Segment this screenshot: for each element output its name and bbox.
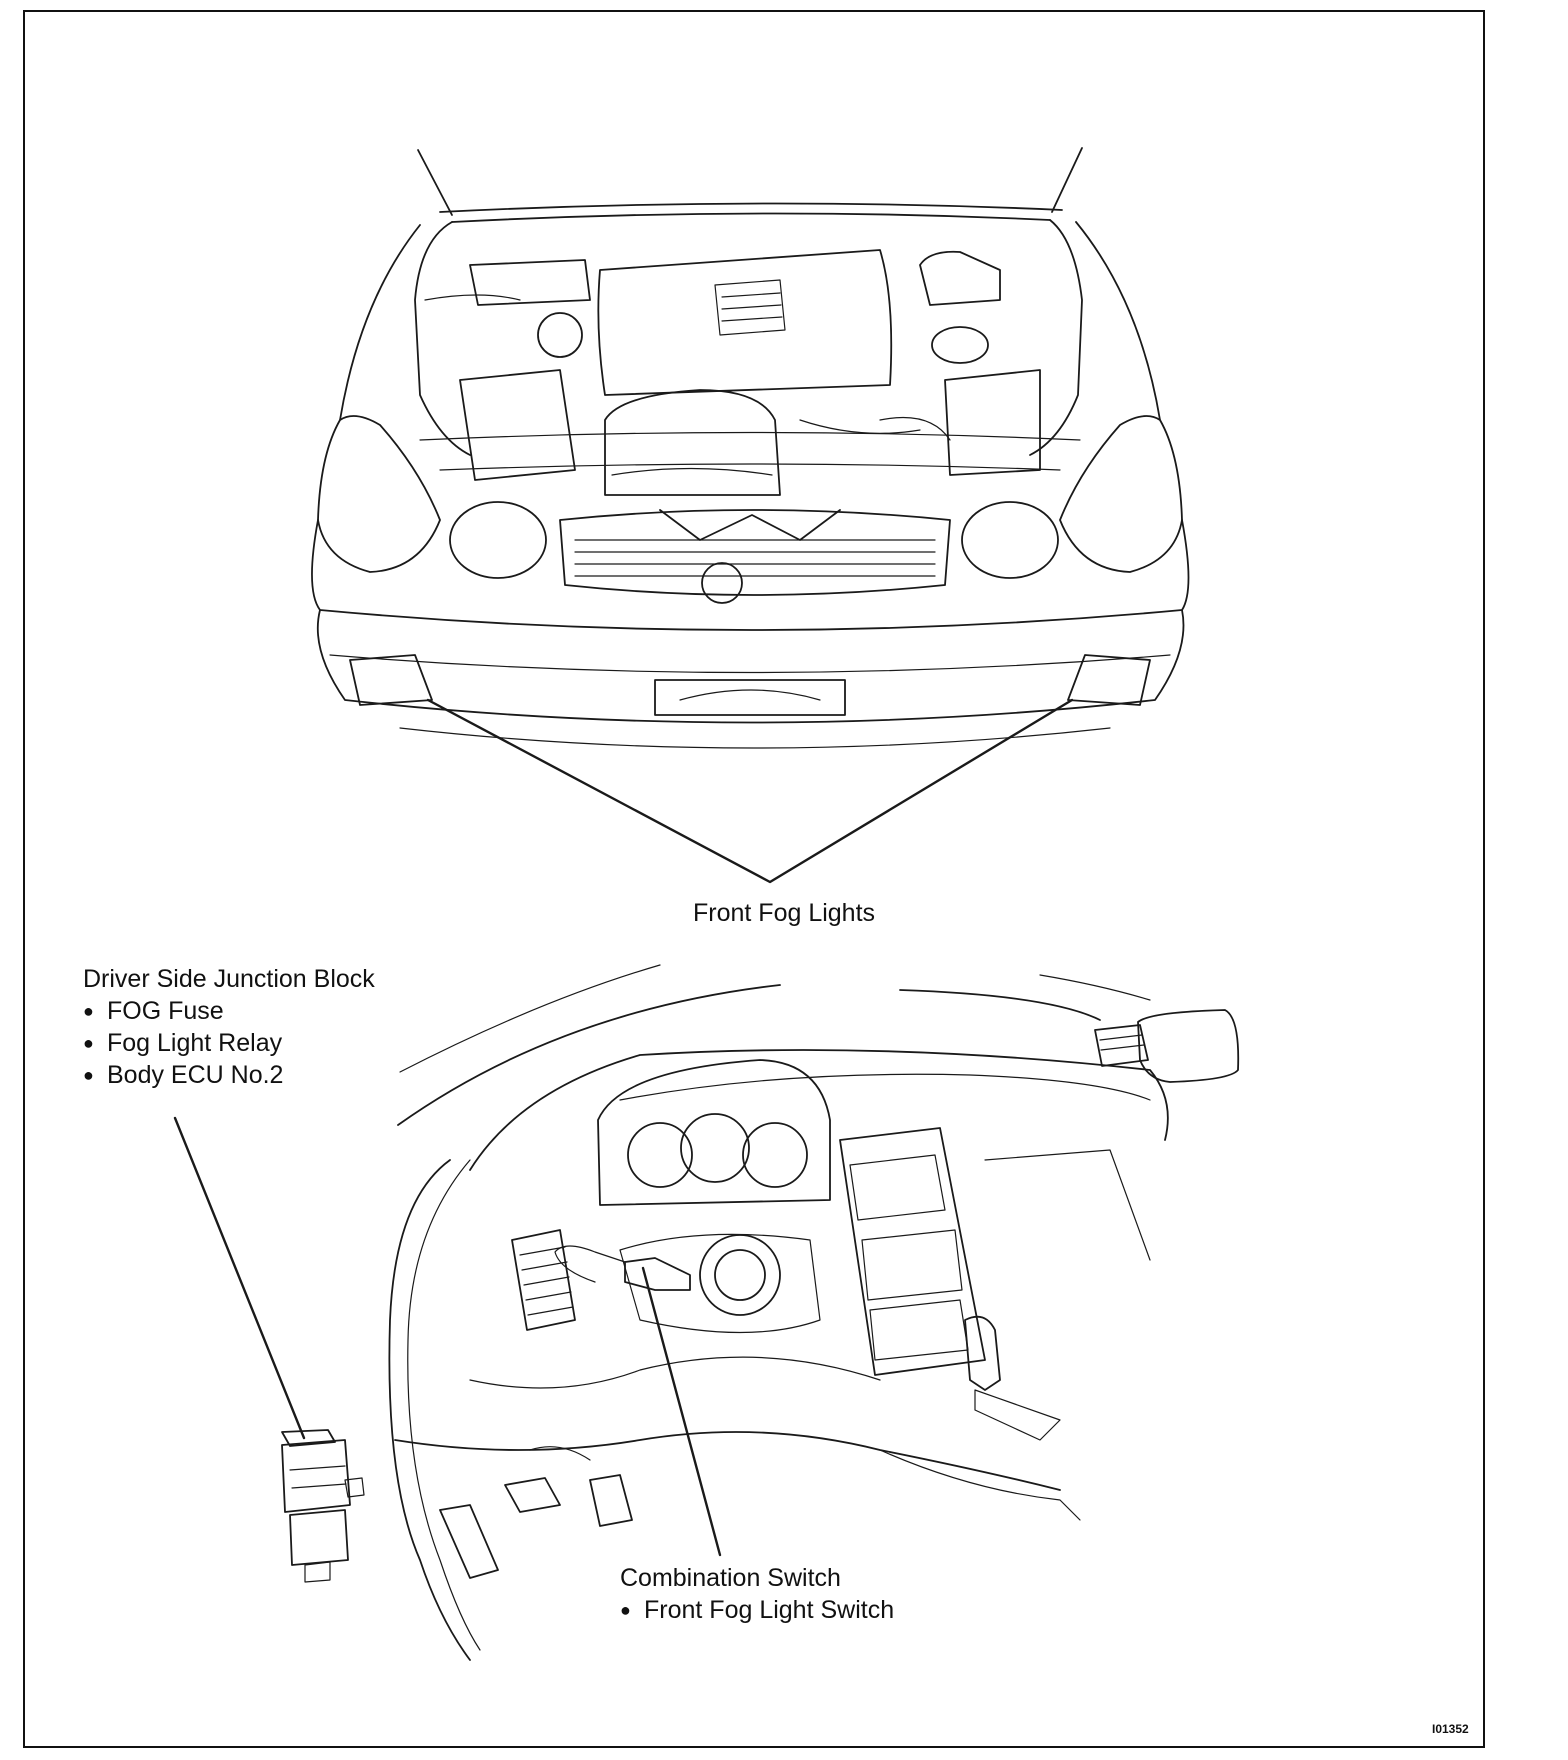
body-ecu-item: Body ECU No.2: [83, 1059, 375, 1091]
fog-lights-leader: [426, 698, 1074, 884]
fog-fuse-item: FOG Fuse: [83, 995, 375, 1027]
left-air-vent: [511, 1229, 576, 1331]
shift-lever: [964, 1315, 1001, 1391]
fog-light-relay-label: Fog Light Relay: [107, 1029, 283, 1057]
diagram-frame: [23, 10, 1485, 1748]
car-front-illustration: [311, 147, 1190, 884]
parking-brake-pedal: [589, 1474, 633, 1527]
combination-switch-leader: [641, 1266, 722, 1557]
left-headlamp: [317, 415, 441, 573]
junction-block-body: [281, 1439, 351, 1513]
dashboard-illustration: [173, 964, 1240, 1661]
figure-id: I01352: [1432, 1722, 1469, 1736]
junction-block-title: Driver Side Junction Block: [83, 965, 375, 993]
junction-block-leader: [173, 1116, 306, 1440]
front-fog-light-switch-item: Front Fog Light Switch: [620, 1594, 894, 1626]
combination-switch-label-group: Combination Switch Front Fog Light Switc…: [620, 1562, 894, 1626]
combination-switch-stalk: [624, 1257, 691, 1291]
accelerator-pedal: [439, 1504, 499, 1579]
grille: [559, 509, 951, 596]
fog-light-relay-item: Fog Light Relay: [83, 1027, 375, 1059]
body-ecu-label: Body ECU No.2: [107, 1061, 284, 1089]
right-headlamp: [1059, 415, 1183, 573]
right-air-vent: [1094, 1024, 1149, 1067]
front-fog-lights-label: Front Fog Lights: [693, 899, 876, 927]
fog-fuse-label: FOG Fuse: [107, 997, 224, 1025]
right-fog-light: [1067, 654, 1151, 706]
center-console: [839, 1127, 986, 1376]
left-fog-light: [349, 654, 433, 706]
front-fog-light-switch-label: Front Fog Light Switch: [644, 1596, 895, 1624]
brake-pedal: [504, 1477, 561, 1513]
combination-switch-title: Combination Switch: [620, 1564, 841, 1592]
junction-block-label-group: Driver Side Junction Block FOG Fuse Fog …: [83, 963, 375, 1091]
license-plate: [654, 679, 846, 716]
rear-view-mirror: [1137, 1009, 1240, 1083]
junction-block-top: [281, 1429, 336, 1447]
engine-cover: [597, 249, 893, 396]
